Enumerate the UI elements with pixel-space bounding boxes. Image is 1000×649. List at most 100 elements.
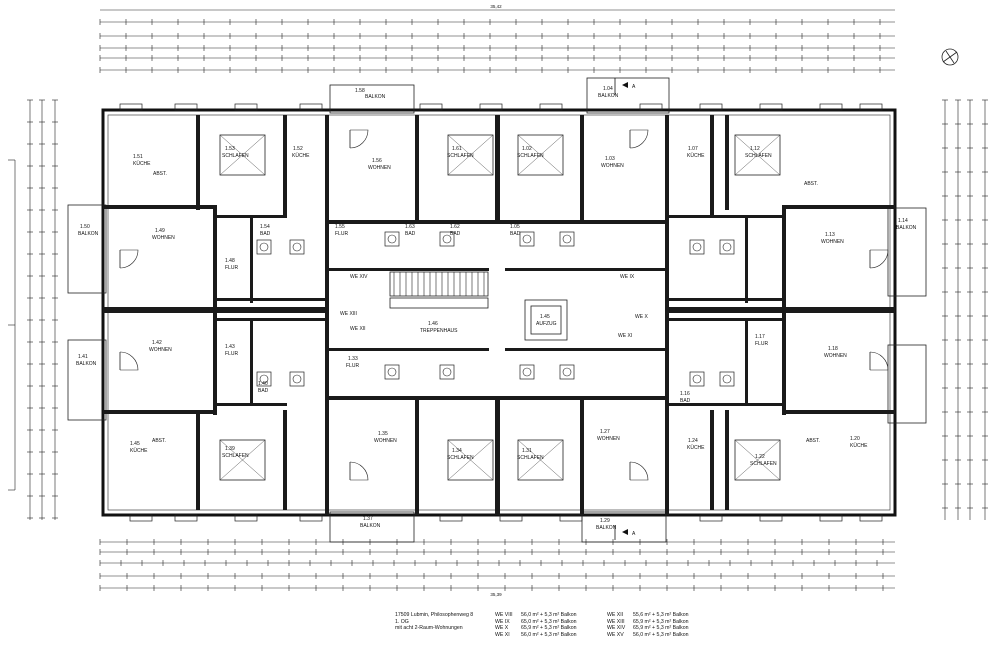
window-icon <box>759 103 783 111</box>
room-1.07-name: KÜCHE <box>687 152 705 159</box>
window-icon <box>819 514 843 522</box>
room-1.05-name: BAD <box>510 231 521 237</box>
room-1.41-name: BALKON <box>76 361 97 367</box>
legend-unit-area: 56,0 m² + 5,3 m² Balkon <box>633 631 689 638</box>
legend-unit-area: 65,9 m² + 5,3 m² Balkon <box>633 618 689 625</box>
unit-tag: WE XIII <box>340 311 357 317</box>
legend-unit-area: 65,0 m² + 5,3 m² Balkon <box>521 618 577 625</box>
room-1.12-num: 1.12 <box>750 146 760 152</box>
fixture-icon <box>259 242 269 252</box>
legend-unit-id: WE XII <box>607 612 624 618</box>
fixture-icon <box>689 239 705 255</box>
unit-tag: WE XII <box>350 326 366 332</box>
room-1.33-num: 1.33 <box>348 356 358 362</box>
legend-floor: 1. OG <box>395 618 409 625</box>
fixture-icon <box>722 242 732 252</box>
window-icon <box>699 103 723 111</box>
window-icon <box>299 514 323 522</box>
section-a-label-bottom: A <box>632 531 636 537</box>
door-swing <box>869 351 889 371</box>
fixture-icon <box>384 364 400 380</box>
fixture-icon <box>256 371 272 387</box>
room-1.39-name: SCHLAFEN <box>222 453 249 459</box>
bed-mark <box>219 134 266 176</box>
window-icon <box>439 514 463 522</box>
room-1.24-num: 1.24 <box>688 438 698 444</box>
fixture-icon <box>256 239 272 255</box>
room-1.63-name: BAD <box>405 231 416 237</box>
room-1.41-num: 1.41 <box>78 354 88 360</box>
room-1.16-num: 1.16 <box>680 391 690 397</box>
room-1.58-name: BALKON <box>365 94 386 100</box>
room-1.45-name: KÜCHE <box>130 447 148 454</box>
fixture-icon <box>522 234 532 244</box>
overall-dimension-top: 35,42 <box>490 4 502 9</box>
room-1.40-name: BAD <box>258 388 269 394</box>
room-1.56-name: WOHNEN <box>368 165 391 171</box>
room-1.17-num: 1.17 <box>755 334 765 340</box>
room-1.34-name: SCHLAFEN <box>447 455 474 461</box>
fixture-icon <box>387 234 397 244</box>
room-1.13-num: 1.13 <box>825 232 835 238</box>
window-icon <box>759 514 783 522</box>
door-swing <box>349 129 369 149</box>
section-arrow-bottom: A <box>614 525 636 540</box>
window-icon <box>234 103 258 111</box>
fixture-icon <box>689 371 705 387</box>
room-1.53-name: SCHLAFEN <box>222 153 249 159</box>
room-1.51-name: KÜCHE <box>133 160 151 167</box>
windows <box>119 103 883 522</box>
window-icon <box>119 103 143 111</box>
room-1.13-name: WOHNEN <box>821 239 844 245</box>
storage-label: ABST. <box>152 438 166 444</box>
unit-tag: WE XIV <box>350 274 368 280</box>
room-1.54-num: 1.54 <box>260 224 270 230</box>
fixture-icon <box>289 239 305 255</box>
room-1.04-name: BALKON <box>598 93 619 99</box>
fixture-icon <box>387 367 397 377</box>
room-1.37-num: 1.37 <box>363 516 373 522</box>
fixture-icon <box>559 364 575 380</box>
room-1.45-num: 1.45 <box>130 441 140 447</box>
room-1.20-num: 1.20 <box>850 436 860 442</box>
fixture-icon <box>292 242 302 252</box>
room-1.34-num: 1.34 <box>452 448 462 454</box>
window-icon <box>299 103 323 111</box>
room-1.40-num: 1.40 <box>258 381 268 387</box>
legend: 17509 Lubmin, Philosophenweg 8 1. OG mit… <box>395 612 815 646</box>
room-1.55-name: FLUR <box>335 231 348 237</box>
window-icon <box>499 514 523 522</box>
bottom-dimension-chains <box>99 539 895 591</box>
fixture-icon <box>522 367 532 377</box>
legend-description: mit acht 2-Raum-Wohnungen <box>395 625 463 632</box>
bed-icon <box>734 439 781 481</box>
room-1.31-num: 1.31 <box>522 448 532 454</box>
unit-tag: WE X <box>635 314 648 320</box>
room-1.18-num: 1.18 <box>828 346 838 352</box>
room-1.49-num: 1.49 <box>155 228 165 234</box>
room-1.46-num: 1.46 <box>428 321 438 327</box>
legend-unit-area: 65,9 m² + 5,3 m² Balkon <box>633 625 689 632</box>
legend-unit-id: WE XI <box>495 631 510 638</box>
bed-icon <box>517 439 564 481</box>
door-swing <box>869 249 889 269</box>
room-1.62-num: 1.62 <box>450 224 460 230</box>
top-dimension-chains <box>99 9 895 73</box>
bed-icon <box>219 439 266 481</box>
unit-tag: WE IX <box>620 274 635 280</box>
bath-fixtures <box>256 231 735 387</box>
fixture-icon <box>719 371 735 387</box>
room-1.63-num: 1.63 <box>405 224 415 230</box>
fixture-icon <box>519 364 535 380</box>
room-1.42-name: WOHNEN <box>149 347 172 353</box>
room-1.22-name: SCHLAFEN <box>750 461 777 467</box>
window-icon <box>639 103 663 111</box>
room-1.27-name: WOHNEN <box>597 436 620 442</box>
room-1.42-num: 1.42 <box>152 340 162 346</box>
room-1.56-num: 1.56 <box>372 158 382 164</box>
window-icon <box>859 103 883 111</box>
